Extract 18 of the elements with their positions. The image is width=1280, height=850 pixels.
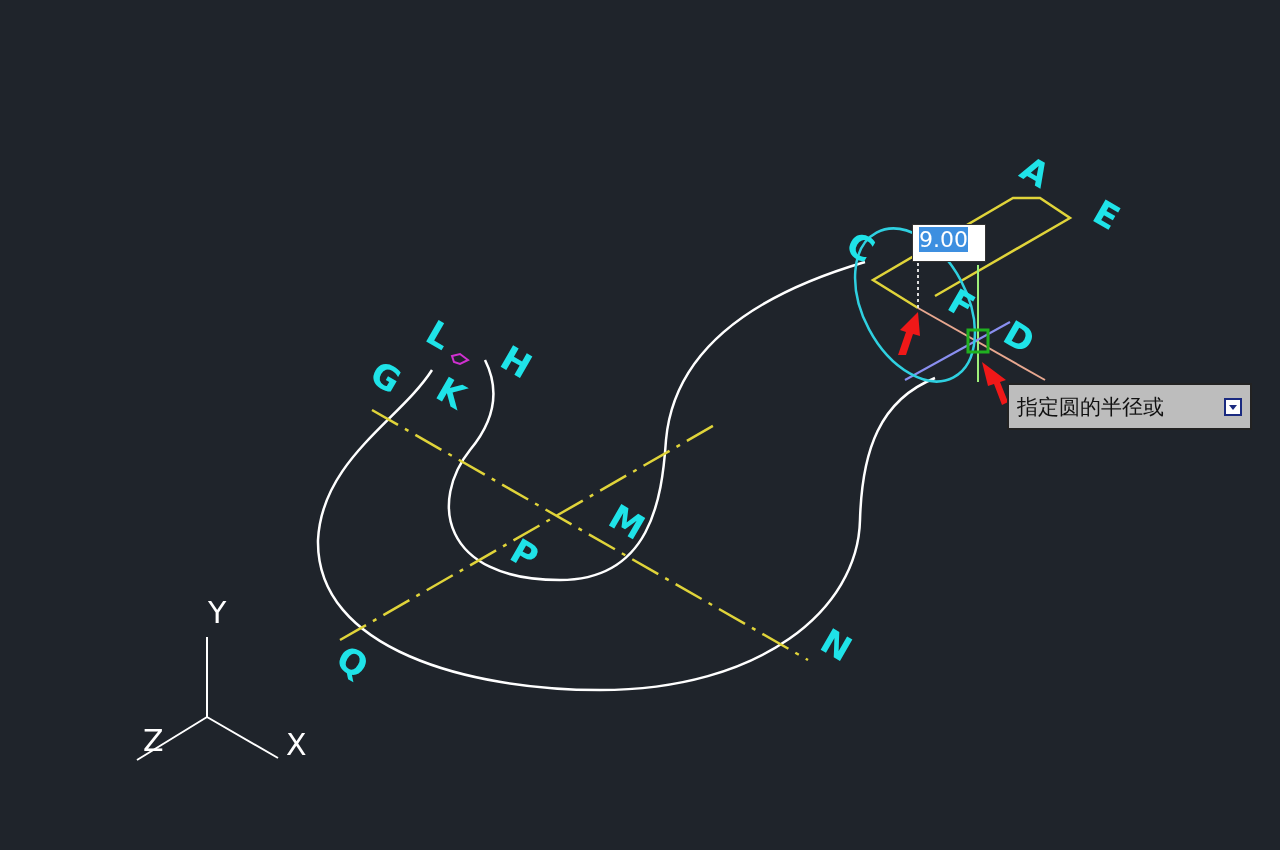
axis-label: Y xyxy=(208,598,227,628)
point-label: H xyxy=(495,340,538,384)
point-label: M xyxy=(603,498,651,546)
point-label: K xyxy=(431,371,472,415)
axis-label: Z xyxy=(143,726,164,756)
point-label: G xyxy=(365,355,407,399)
point-label: E xyxy=(1088,194,1126,236)
point-label: Q xyxy=(331,640,374,684)
prompt-text: 指定圆的半径或 xyxy=(1017,393,1164,421)
point-label: A xyxy=(1015,150,1056,194)
point-label: L xyxy=(420,314,457,356)
point-label: P xyxy=(505,533,544,575)
point-label: F xyxy=(943,283,981,325)
point-label: C xyxy=(841,226,880,268)
point-label: D xyxy=(998,315,1040,359)
axis-label: X xyxy=(286,730,307,760)
input-field: 9.00 xyxy=(912,224,986,262)
point-label: N xyxy=(815,623,858,667)
